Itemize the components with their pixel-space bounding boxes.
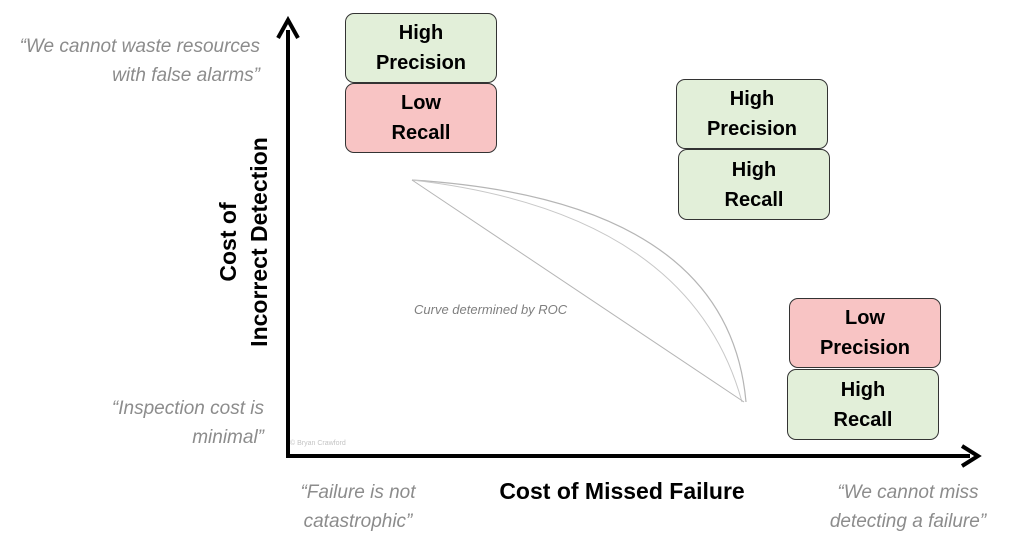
quote-inspection-cost: “Inspection cost is minimal” bbox=[24, 394, 264, 452]
y-axis-arrowhead bbox=[276, 15, 300, 39]
box-line: High bbox=[840, 378, 886, 401]
quote-line: minimal” bbox=[192, 427, 264, 448]
box-high-recall-top-right: High Recall bbox=[678, 149, 830, 220]
box-line: Low bbox=[844, 307, 885, 329]
quote-line: “Failure is not bbox=[300, 482, 416, 503]
box-line: Recall bbox=[724, 188, 784, 211]
box-line: High bbox=[398, 22, 444, 44]
quote-line: detecting a failure” bbox=[829, 511, 987, 532]
box-high-recall-bottom-right: High Recall bbox=[787, 369, 939, 440]
roc-curve-outer bbox=[411, 179, 747, 403]
quote-line: “Inspection cost is bbox=[111, 398, 264, 419]
copyright-text: © Bryan Crawford bbox=[290, 440, 346, 447]
y-axis-title-line: Incorrect Detection bbox=[246, 137, 272, 347]
quote-line: with false alarms” bbox=[112, 65, 260, 86]
box-line: Precision bbox=[375, 52, 467, 74]
box-line: Precision bbox=[819, 337, 911, 359]
quote-line: “We cannot waste resources bbox=[19, 36, 260, 57]
x-axis-arrowhead bbox=[960, 444, 982, 468]
box-line: High bbox=[729, 88, 775, 110]
box-line: Recall bbox=[391, 122, 451, 144]
y-axis-title: Cost of Incorrect Detection bbox=[213, 112, 275, 372]
quote-cannot-miss-failure: “We cannot miss detecting a failure” bbox=[808, 478, 1008, 536]
x-axis-title: Cost of Missed Failure bbox=[499, 478, 745, 504]
quote-line: catastrophic” bbox=[303, 511, 413, 532]
box-line: High bbox=[731, 158, 777, 181]
roc-curve-label: Curve determined by ROC bbox=[414, 302, 568, 317]
roc-chord bbox=[411, 179, 745, 403]
quote-failure-not-catastrophic: “Failure is not catastrophic” bbox=[268, 478, 448, 536]
quote-line: “We cannot miss bbox=[837, 482, 979, 503]
roc-curve-inner bbox=[411, 179, 743, 403]
box-low-recall-top-left: Low Recall bbox=[345, 83, 497, 153]
box-low-precision-bottom-right: Low Precision bbox=[789, 298, 941, 368]
box-line: Low bbox=[401, 92, 441, 114]
box-line: Precision bbox=[706, 118, 798, 140]
quote-false-alarms: “We cannot waste resources with false al… bbox=[0, 32, 260, 90]
box-high-precision-top-right: High Precision bbox=[676, 79, 828, 149]
box-high-precision-top-left: High Precision bbox=[345, 13, 497, 83]
box-line: Recall bbox=[833, 408, 893, 431]
y-axis-title-line: Cost of bbox=[215, 202, 241, 282]
